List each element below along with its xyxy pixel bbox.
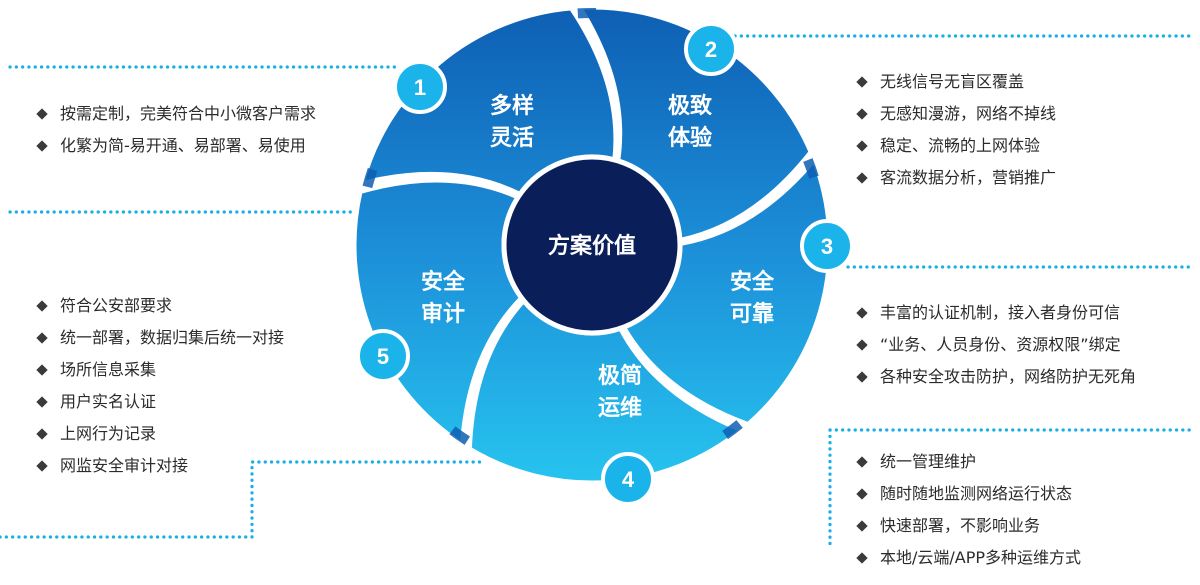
diamond-bullet-icon (36, 300, 48, 312)
diamond-bullet-icon (856, 456, 868, 468)
list-item-text: 化繁为简-易开通、易部署、易使用 (60, 136, 306, 155)
list-item-text: 符合公安部要求 (60, 296, 173, 315)
segment-5-title-line: 安全 (421, 269, 466, 295)
badge-number: 3 (821, 234, 833, 259)
segment-1-badge: 1 (393, 60, 447, 114)
dotted-line (0, 460, 486, 539)
segment-rim-accent (449, 426, 471, 445)
diamond-bullet-icon (856, 339, 868, 351)
diamond-bullet-icon (856, 371, 868, 383)
segment-3 (621, 157, 833, 428)
segment-2-badge: 2 (684, 22, 738, 76)
diamond-bullet-icon (856, 307, 868, 319)
diamond-bullet-icon (856, 140, 868, 152)
list-item-text: 用户实名认证 (60, 392, 157, 411)
list-item: 随时随地监测网络运行状态 (854, 478, 1081, 510)
badge-circle (356, 329, 410, 383)
list-item: 场所信息采集 (34, 354, 284, 386)
list-item: 丰富的认证机制，接入者身份可信 (854, 297, 1136, 329)
diamond-bullet-icon (36, 428, 48, 440)
segment-4-badge: 4 (601, 452, 655, 506)
list-item-text: 本地/云端/APP多种运维方式 (880, 548, 1082, 567)
list-item: 本地/云端/APP多种运维方式 (854, 542, 1081, 574)
segment-1-points: 按需定制，完美符合中小微客户需求化繁为简-易开通、易部署、易使用 (34, 98, 316, 162)
diamond-bullet-icon (856, 488, 868, 500)
segment-4-title-line: 运维 (598, 395, 642, 421)
segment-3-title-line: 安全 (730, 269, 775, 295)
segment-rim-accent (803, 158, 819, 179)
badge-circle (601, 452, 655, 506)
dotted-connector-lines (0, 34, 1194, 547)
diamond-bullet-icon (856, 552, 868, 564)
segment-5-badge: 5 (356, 329, 410, 383)
diamond-bullet-icon (36, 108, 48, 120)
list-item-text: 场所信息采集 (60, 360, 157, 379)
diamond-bullet-icon (856, 108, 868, 120)
diamond-bullet-icon (36, 140, 48, 152)
diamond-bullet-icon (856, 172, 868, 184)
list-item-text: “业务、人员身份、资源权限”绑定 (880, 335, 1121, 354)
list-item: 无感知漫游，网络不掉线 (854, 98, 1056, 130)
list-item: “业务、人员身份、资源权限”绑定 (854, 329, 1136, 361)
list-item: 客流数据分析，营销推广 (854, 162, 1056, 194)
list-item: 稳定、流畅的上网体验 (854, 130, 1056, 162)
segment-2-title-line: 体验 (668, 125, 712, 151)
list-item: 无线信号无盲区覆盖 (854, 66, 1056, 98)
list-item: 各种安全攻击防护，网络防护无死角 (854, 361, 1136, 393)
list-item: 统一管理维护 (854, 446, 1081, 478)
diamond-bullet-icon (36, 364, 48, 376)
diamond-bullet-icon (36, 460, 48, 472)
segment-2-title-line: 极致 (668, 93, 713, 119)
segment-4-title-line: 极简 (598, 363, 642, 389)
list-item: 快速部署，不影响业务 (854, 510, 1081, 542)
list-item: 统一部署，数据归集后统一对接 (34, 322, 284, 354)
list-item-text: 稳定、流畅的上网体验 (880, 136, 1041, 155)
list-item: 网监安全审计对接 (34, 450, 284, 482)
badge-circle (684, 22, 738, 76)
diamond-bullet-icon (856, 76, 868, 88)
segment-4-points: 统一管理维护随时随地监测网络运行状态快速部署，不影响业务本地/云端/APP多种运… (854, 446, 1081, 574)
list-item-text: 随时随地监测网络运行状态 (880, 484, 1073, 503)
segment-5-points: 符合公安部要求统一部署，数据归集后统一对接场所信息采集用户实名认证上网行为记录网… (34, 290, 284, 482)
center-label: 方案价值 (548, 233, 636, 259)
list-item: 符合公安部要求 (34, 290, 284, 322)
list-item-text: 按需定制，完美符合中小微客户需求 (60, 104, 317, 123)
badge-circle (800, 219, 854, 273)
list-item: 按需定制，完美符合中小微客户需求 (34, 98, 316, 130)
list-item-text: 统一管理维护 (880, 452, 977, 471)
segment-3-points: 丰富的认证机制，接入者身份可信 “业务、人员身份、资源权限”绑定各种安全攻击防护，… (854, 297, 1136, 393)
center-circle (501, 154, 683, 336)
badge-number: 1 (414, 75, 426, 100)
list-item-text: 丰富的认证机制，接入者身份可信 (880, 303, 1121, 322)
segment-1-title-line: 灵活 (490, 126, 534, 151)
badge-number: 2 (705, 37, 717, 62)
segment-1-title-line: 多样 (490, 93, 534, 119)
diamond-bullet-icon (36, 396, 48, 408)
badge-number: 5 (377, 344, 389, 369)
list-item-text: 无感知漫游，网络不掉线 (880, 104, 1057, 123)
list-item: 化繁为简-易开通、易部署、易使用 (34, 130, 316, 162)
badge-number: 4 (622, 467, 635, 492)
list-item-text: 无线信号无盲区覆盖 (880, 72, 1025, 91)
list-item-text: 客流数据分析，营销推广 (880, 168, 1057, 187)
badge-circle (393, 60, 447, 114)
list-item-text: 上网行为记录 (60, 424, 157, 443)
list-item-text: 统一部署，数据归集后统一对接 (60, 328, 285, 347)
segment-3-title-line: 可靠 (730, 302, 774, 327)
segment-badges: 1 2 3 4 5 (356, 22, 854, 506)
list-item-text: 各种安全攻击防护，网络防护无死角 (880, 367, 1137, 386)
segment-rim-accent (362, 167, 378, 189)
list-item: 用户实名认证 (34, 386, 284, 418)
list-item-text: 快速部署，不影响业务 (880, 516, 1041, 535)
list-item-text: 网监安全审计对接 (60, 456, 189, 475)
segment-3-badge: 3 (800, 219, 854, 273)
diamond-bullet-icon (36, 332, 48, 344)
segment-rim-accent (722, 420, 743, 440)
diamond-bullet-icon (856, 520, 868, 532)
segment-2-points: 无线信号无盲区覆盖无感知漫游，网络不掉线稳定、流畅的上网体验客流数据分析，营销推… (854, 66, 1056, 194)
list-item: 上网行为记录 (34, 418, 284, 450)
segment-5-title-line: 审计 (421, 301, 465, 327)
